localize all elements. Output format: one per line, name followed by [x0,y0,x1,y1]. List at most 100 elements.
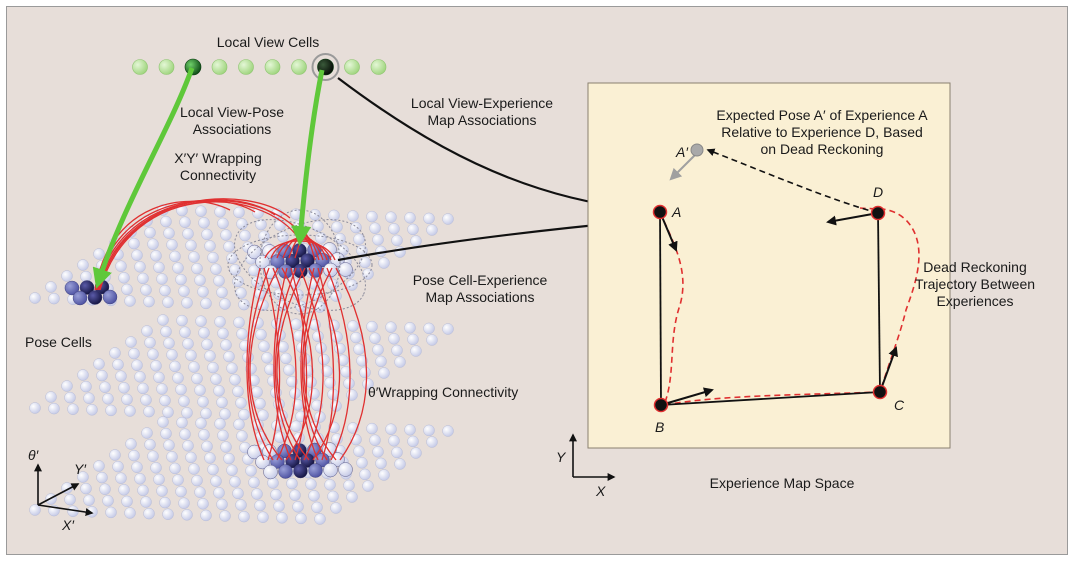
theta-wrap-arc [276,267,310,461]
exp-map-space-label: Experience Map Space [710,475,855,491]
pose-cell [201,338,213,351]
pose-cell [29,292,41,304]
pose-cell [176,314,188,327]
pose-cell [160,215,172,228]
pose-cell [191,372,203,385]
activity-ellipses [227,209,373,315]
xy-wrap-label-2: Connectivity [180,167,256,183]
pose-cell [125,336,137,348]
pose-cell [175,485,187,498]
pose-cell [102,495,114,507]
pose-cell [423,322,435,335]
pose-cell [410,345,422,357]
pose-cell [118,484,130,496]
pose-cell [159,284,171,297]
pose-sheet-middle [29,314,454,423]
pose-cell [359,256,371,269]
active-pose-cell [87,290,103,305]
pose-cell [112,460,124,473]
pose-cell [426,436,438,448]
pose-cell [236,328,248,340]
node-label-b: B [655,419,664,435]
pose-cell [327,490,339,503]
pose-cell [195,315,207,327]
view-cell [370,59,387,75]
pose-cell [204,452,216,464]
pose-cell [157,416,169,428]
pose-cell [324,479,336,491]
pose-cell [169,462,181,475]
pose-cell [223,240,235,253]
pose-cell [159,394,171,407]
pose-cell [45,391,57,403]
pose-cell [353,233,365,245]
pose-cell [270,488,282,501]
pose-cell [121,283,133,296]
pose-cell [334,232,346,245]
pose-cell [350,331,362,344]
pose-cell [290,420,302,432]
pose-cell [29,504,41,516]
pose-cell [134,261,146,273]
pose-cell [366,210,378,223]
pose-cell [324,377,336,389]
pose-cell [391,344,403,357]
pose-cell [200,509,212,522]
pose-cell [372,344,384,356]
pose-cell [198,429,210,441]
pose-cell [105,404,117,417]
pose-cell [115,472,127,484]
pose-cell [204,350,216,362]
pose-cell [235,499,247,511]
pose-cell [48,402,60,415]
pose-cell [343,377,355,390]
active-pose-cell [300,253,315,268]
pose-cell [179,216,191,228]
lv-exp-assoc-label-2: Map Associations [428,112,537,128]
pose-cell [160,325,172,338]
pose-cell [423,212,435,225]
pose-cell [353,445,365,457]
pose-cell [362,378,374,390]
pose-cell [118,272,130,284]
theta-wrap-label: θ′Wrapping Connectivity [368,384,518,400]
pose-cell [144,336,156,349]
pose-cell [131,359,143,371]
pose-cell [160,427,172,440]
experience-node-c [872,384,888,400]
theta-wrap-arc [273,267,292,461]
pose-cell [141,427,153,439]
dead-reckoning-expected-path [706,148,879,214]
active-pose-cell [293,463,308,479]
pose-cell [178,395,190,407]
pose-cell [48,292,60,305]
pose-cell [194,486,206,498]
view-cell [238,59,254,75]
pose-cell [273,500,285,512]
pose-cell [162,406,174,418]
pose-cell [147,450,159,462]
pose-cell [181,297,193,309]
pose-cell [162,296,174,308]
pose-cell [410,235,422,247]
pose-cell [150,250,162,262]
pose-cell [201,228,213,241]
pose-cell [99,381,111,393]
pose-sheet-top [29,204,454,313]
pose-cell [181,509,193,521]
pose-cell [140,394,152,406]
pose-cell [169,360,181,373]
pose-cell [115,370,127,382]
pose-cell [391,446,403,459]
theta-wrap-arc [290,267,308,461]
pose-cell [188,463,200,475]
pose-cell [248,476,260,489]
pose-cell [277,231,289,243]
pose-cell [353,343,365,355]
pose-cell [124,507,136,519]
pose-cell [163,227,175,239]
pose-cell [219,408,231,420]
pose-cell [150,462,162,474]
pose-cell [388,223,400,235]
pose-cell [337,354,349,366]
